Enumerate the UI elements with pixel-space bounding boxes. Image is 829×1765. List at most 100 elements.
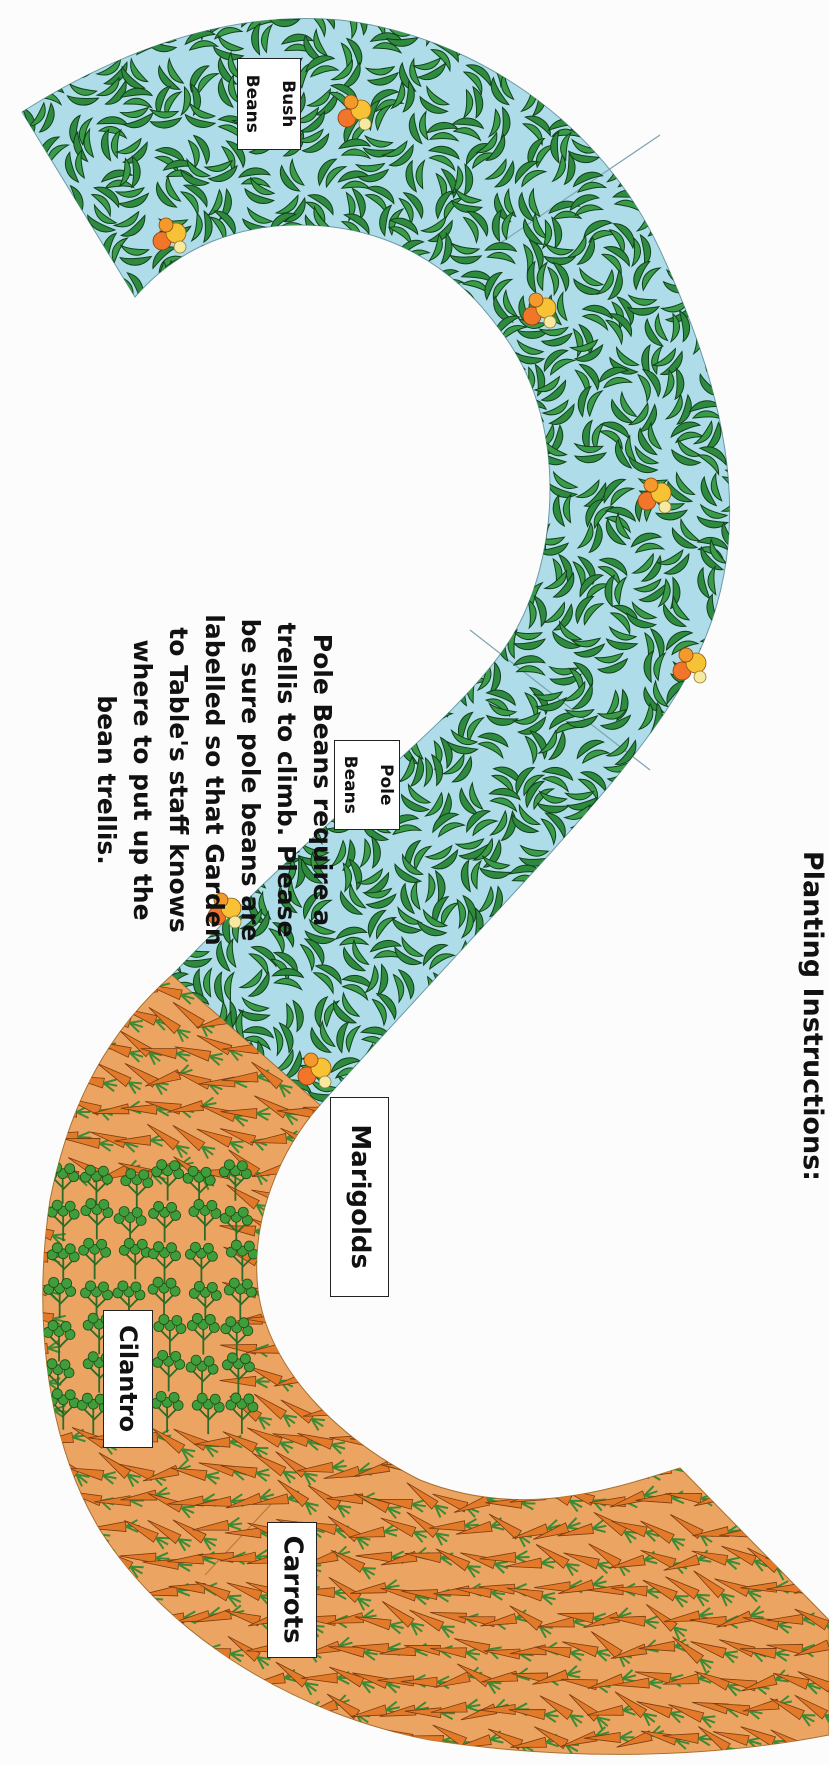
bean-plant-icon	[32, 292, 65, 329]
carrot-icon	[276, 1217, 327, 1242]
bean-plant-icon	[730, 699, 763, 736]
carrot-icon	[479, 1366, 530, 1391]
carrot-icon	[530, 1194, 580, 1207]
bean-plant-icon	[521, 966, 555, 1003]
bean-plant-icon	[640, 157, 670, 194]
carrot-icon	[586, 1218, 637, 1237]
carrot-icon	[613, 1305, 664, 1327]
carrot-icon	[376, 1403, 426, 1417]
bean-plant-icon	[658, 80, 695, 111]
bean-plant-icon	[420, 621, 448, 657]
bean-plant-icon	[465, 5, 486, 39]
bean-plant-icon	[393, 394, 425, 413]
bean-plant-icon	[99, 458, 132, 479]
bean-plant-icon	[60, 305, 91, 342]
bean-plant-icon	[332, 267, 369, 301]
bean-plant-icon	[61, 387, 89, 423]
bean-plant-icon	[606, 839, 641, 875]
carrot-icon	[713, 1496, 763, 1508]
carrot-icon	[326, 1375, 377, 1393]
carrot-icon	[404, 1270, 453, 1306]
bean-plant-icon	[628, 806, 658, 843]
bean-plant-icon	[606, 1027, 641, 1051]
carrot-icon	[245, 1722, 295, 1755]
carrot-icon	[535, 1392, 586, 1423]
bean-plant-icon	[398, 642, 430, 679]
bean-plant-icon	[733, 187, 761, 223]
carrot-icon	[687, 1126, 737, 1158]
bean-plant-icon	[371, 648, 407, 683]
carrot-icon	[660, 1283, 711, 1301]
bean-plant-icon	[584, 864, 608, 899]
bean-plant-icon	[424, 476, 460, 502]
bean-plant-icon	[28, 8, 61, 28]
bean-plant-icon	[674, 180, 700, 215]
carrot-icon	[688, 1339, 739, 1360]
marigolds-label: Marigolds	[330, 1097, 389, 1297]
carrot-icon	[505, 1213, 556, 1241]
carrot-icon	[43, 1517, 94, 1538]
bean-plant-icon	[156, 491, 191, 528]
bean-plant-icon	[598, 1050, 632, 1087]
bean-plant-icon	[641, 739, 677, 775]
bean-plant-icon	[30, 184, 66, 220]
carrot-icon	[740, 1366, 791, 1393]
carrot-icon	[459, 1464, 509, 1477]
bean-plant-icon	[699, 1017, 734, 1054]
bean-plant-icon	[417, 373, 446, 410]
bean-plant-icon	[287, 320, 306, 352]
bean-plant-icon	[705, 163, 724, 195]
bean-plant-icon	[610, 911, 632, 945]
bean-plant-icon	[420, 1022, 457, 1051]
bean-plant-icon	[721, 733, 757, 768]
bean-plant-icon	[26, 1015, 63, 1047]
carrot-icon	[666, 1406, 716, 1419]
carrot-icon	[562, 1339, 613, 1361]
bean-plant-icon	[428, 320, 463, 356]
bean-plant-icon	[511, 1069, 548, 1104]
bean-plant-icon	[623, 132, 659, 168]
carrot-icon	[273, 1728, 324, 1746]
bean-plant-icon	[371, 309, 394, 343]
carrot-icon	[745, 1388, 794, 1424]
bean-plant-icon	[237, 529, 274, 559]
carrot-icon	[482, 1039, 533, 1057]
bean-plant-icon	[14, 1061, 34, 1094]
bean-plant-icon	[364, 503, 400, 531]
carrot-icon	[744, 1217, 795, 1243]
bean-plant-icon	[598, 979, 632, 1002]
carrot-icon	[381, 1371, 432, 1394]
carrot-icon	[584, 1305, 633, 1342]
carrot-icon	[559, 940, 607, 979]
carrot-icon	[459, 1346, 509, 1359]
carrot-icon	[660, 1251, 711, 1272]
bean-plant-icon	[400, 287, 435, 311]
bean-plant-icon	[716, 961, 749, 998]
bean-plant-icon	[217, 280, 253, 315]
bean-plant-icon	[39, 676, 72, 713]
bean-plant-icon	[726, 672, 762, 707]
bean-plant-icon	[419, 606, 453, 643]
carrot-icon	[64, 1704, 115, 1724]
bean-plant-icon	[271, 417, 300, 454]
carrot-icon	[406, 1192, 457, 1206]
bean-plant-icon	[714, 1044, 750, 1080]
carrot-icon	[612, 1188, 663, 1209]
carrot-icon	[536, 1000, 583, 1040]
carrot-icon	[660, 1004, 711, 1031]
carrot-icon	[14, 1511, 65, 1541]
bean-plant-icon	[622, 36, 658, 63]
bean-plant-icon	[695, 208, 728, 245]
bean-plant-icon	[184, 391, 218, 413]
bean-plant-icon	[315, 490, 342, 526]
bean-plant-icon	[730, 863, 755, 898]
carrot-icon	[769, 1396, 818, 1432]
bean-plant-icon	[415, 660, 451, 688]
carrot-icon	[535, 1124, 585, 1158]
carrot-icon	[715, 1270, 762, 1309]
bean-plant-icon	[33, 535, 68, 559]
bean-plant-icon	[541, 856, 577, 891]
carrot-icon	[535, 1162, 586, 1185]
bean-plant-icon	[189, 320, 224, 346]
bean-plant-icon	[716, 204, 751, 241]
